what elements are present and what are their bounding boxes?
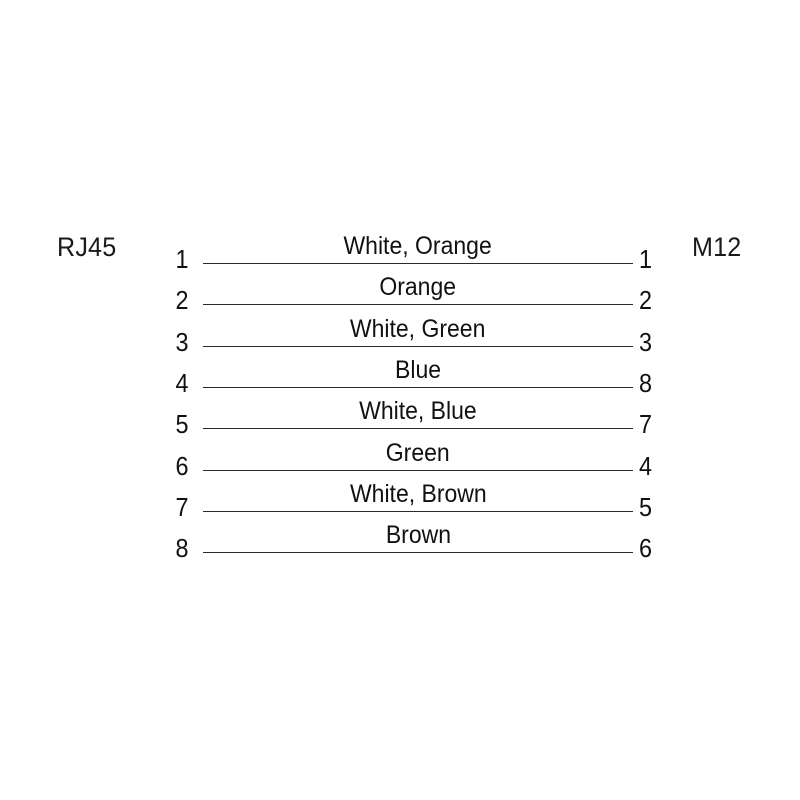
right-connector-title: M12: [692, 232, 742, 262]
wire-label: Brown: [203, 523, 633, 548]
left-pin-number: 7: [174, 491, 188, 522]
wire-label-text: Brown: [385, 521, 451, 550]
left-connector-title: RJ45: [57, 232, 117, 262]
left-pin-number: 1: [174, 244, 188, 274]
wire-line: [203, 428, 633, 430]
wire-label-text: Green: [386, 438, 450, 467]
wire-label: White, Green: [203, 314, 633, 343]
left-pin-number: 4: [174, 367, 188, 398]
wire-line: [203, 345, 633, 347]
left-pin-number: 6: [174, 450, 188, 481]
wire-line: [203, 263, 633, 264]
right-pin-number: 7: [639, 409, 653, 440]
wire-label: White, Blue: [203, 399, 633, 424]
wire-label-text: Orange: [379, 273, 457, 302]
right-pin-number: 2: [639, 285, 653, 316]
right-pin-number: 1: [639, 244, 653, 274]
wire-label-text: White, Brown: [349, 479, 487, 508]
wire-line: [203, 386, 633, 388]
right-pin-number: 3: [639, 326, 653, 357]
right-pin-number: 4: [639, 450, 653, 481]
wire-line: [203, 304, 633, 306]
left-pin-number: 2: [174, 285, 188, 316]
right-pin-number: 8: [639, 367, 653, 398]
wire-line: [203, 510, 633, 512]
wire-label: Blue: [203, 355, 633, 384]
right-pin-number: 6: [639, 533, 653, 564]
wire-label: White, Orange: [203, 234, 633, 259]
wire-label-text: Blue: [394, 355, 442, 384]
wire-label-text: White, Orange: [343, 232, 493, 260]
wire-label: Orange: [203, 275, 633, 300]
wire-label: White, Brown: [203, 479, 633, 508]
left-pin-number: 8: [174, 533, 188, 564]
wire-line: [203, 552, 633, 554]
left-pin-number: 5: [174, 409, 188, 440]
wire-label: Green: [203, 438, 633, 467]
right-pin-number: 5: [639, 491, 653, 522]
wire-label-text: White, Green: [350, 314, 486, 343]
wire-label-text: White, Blue: [359, 397, 477, 426]
left-pin-number: 3: [174, 326, 188, 357]
wire-line: [203, 469, 633, 471]
